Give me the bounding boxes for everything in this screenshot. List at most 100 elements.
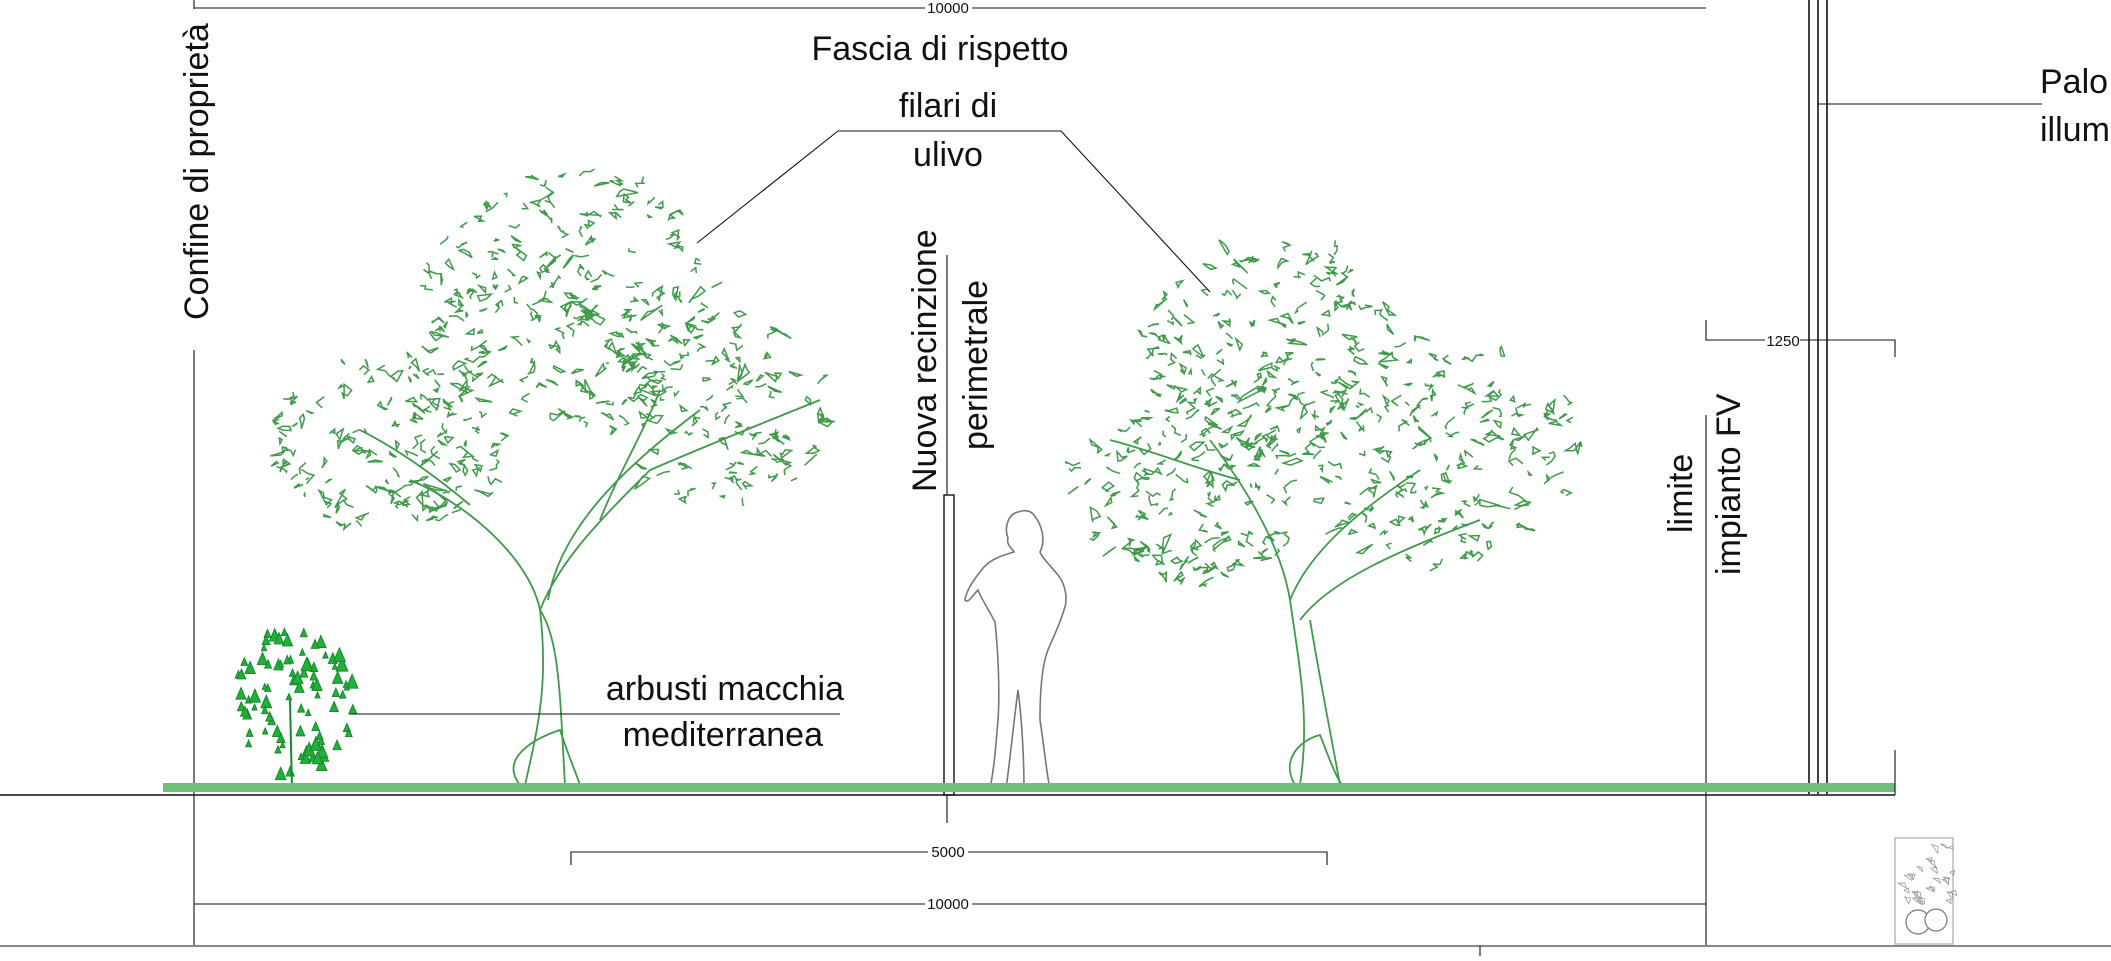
leaf-cluster <box>433 388 438 391</box>
leaf-cluster <box>465 356 480 362</box>
leaf-cluster <box>580 212 601 217</box>
filari-label-line2: ulivo <box>913 136 983 174</box>
leaf-cluster <box>1551 472 1564 478</box>
leaf-cluster <box>659 309 663 315</box>
leaf-cluster <box>409 366 411 369</box>
leaf-cluster <box>1248 464 1259 467</box>
leaf-cluster <box>771 474 777 482</box>
leaf-cluster <box>1543 457 1550 460</box>
leaf-cluster <box>562 232 568 237</box>
leaf-cluster <box>1090 440 1102 453</box>
leaf-cluster <box>1117 452 1127 461</box>
leaf-cluster <box>759 438 771 444</box>
leaf-cluster <box>666 235 674 240</box>
leaf-cluster <box>1282 497 1290 505</box>
leaf-cluster <box>1254 377 1260 383</box>
leaf-cluster <box>1335 393 1342 405</box>
leaf-cluster <box>537 272 540 278</box>
filari-label-line1: filari di <box>899 87 997 125</box>
leaf-cluster <box>1213 538 1228 551</box>
leaf-cluster <box>1181 434 1186 443</box>
leaf-cluster <box>1221 532 1228 536</box>
leaf-cluster <box>448 412 457 417</box>
leaf-cluster <box>638 395 647 407</box>
leaf-cluster <box>437 433 444 438</box>
leaf-cluster <box>669 215 675 220</box>
leaf-cluster <box>459 249 472 257</box>
leaf-cluster <box>1330 407 1334 413</box>
leaf-cluster <box>323 514 331 517</box>
leaf-cluster <box>1510 487 1527 502</box>
leaf-cluster <box>368 460 383 462</box>
leaf-cluster <box>467 329 474 335</box>
leaf-cluster <box>1430 559 1443 571</box>
leaf-cluster <box>1517 404 1531 408</box>
leaf-cluster <box>689 287 705 303</box>
leaf-cluster <box>1260 291 1269 294</box>
leaf-cluster <box>1283 458 1302 465</box>
leaf-cluster <box>556 348 559 353</box>
leaf-cluster <box>736 398 747 402</box>
leaf-cluster <box>1238 415 1251 427</box>
leaf-cluster <box>1151 389 1161 396</box>
leaf-cluster <box>1459 455 1463 462</box>
shrub-leaf <box>241 658 248 666</box>
leaf-cluster <box>477 330 482 333</box>
leaf-cluster <box>1207 498 1213 507</box>
leaf-cluster <box>1192 550 1197 556</box>
leaf-cluster <box>338 441 342 449</box>
leaf-cluster <box>1314 498 1324 503</box>
leaf-cluster <box>721 403 731 412</box>
leaf-cluster <box>1326 272 1335 276</box>
leaf-cluster <box>1399 420 1409 432</box>
leaf-cluster <box>730 363 737 368</box>
leaf-cluster <box>412 515 418 521</box>
leaf-cluster <box>1567 417 1573 423</box>
leaf-cluster <box>1222 291 1232 296</box>
perimeter-fence: Nuova recinzione perimetrale <box>906 229 995 823</box>
leaf-cluster <box>386 480 389 484</box>
leaf-cluster <box>1166 416 1170 422</box>
dimension-bottom-value: 10000 <box>927 896 969 913</box>
leaf-cluster <box>396 441 399 449</box>
leaf-cluster <box>661 374 665 380</box>
leaf-cluster <box>637 367 647 373</box>
leaf-cluster <box>1425 486 1428 490</box>
leaf-cluster <box>1165 408 1178 413</box>
leaf-cluster <box>1330 401 1338 404</box>
leaf-cluster <box>491 257 498 259</box>
leaf-cluster <box>1213 313 1219 316</box>
leaf-cluster <box>1214 496 1220 502</box>
leaf-cluster <box>510 409 521 416</box>
shrub-leaf <box>286 694 291 700</box>
leaf-cluster <box>440 236 448 244</box>
leaf-cluster <box>1352 289 1354 297</box>
fascia-label: Fascia di rispetto <box>812 30 1069 68</box>
leaf-cluster <box>480 346 488 352</box>
leaf-cluster <box>622 400 627 405</box>
leaf-cluster <box>464 418 472 421</box>
leaf-cluster <box>421 439 426 453</box>
leaf-cluster <box>1351 338 1356 344</box>
leaf-cluster <box>530 200 541 207</box>
leaf-cluster <box>640 412 648 418</box>
shrub-leaf <box>315 692 320 698</box>
leaf-cluster <box>445 298 453 302</box>
leaf-cluster <box>549 341 559 348</box>
leaf-cluster <box>1456 511 1464 518</box>
leaf-cluster <box>1167 321 1173 325</box>
leaf-cluster <box>734 311 745 317</box>
leaf-cluster <box>1188 557 1199 563</box>
leaf-cluster <box>1443 355 1451 364</box>
leaf-cluster <box>1267 495 1275 504</box>
leaf-cluster <box>1359 305 1373 309</box>
leaf-cluster <box>1227 564 1235 571</box>
leaf-cluster <box>630 297 638 302</box>
leaf-cluster <box>818 375 828 384</box>
shrub-leaf <box>246 740 252 747</box>
palo-label-line2: illumi <box>2040 111 2111 149</box>
leaf-cluster <box>335 489 347 507</box>
leaf-cluster <box>1488 522 1493 529</box>
leaf-cluster <box>1069 468 1081 471</box>
leaf-cluster <box>1236 339 1242 350</box>
